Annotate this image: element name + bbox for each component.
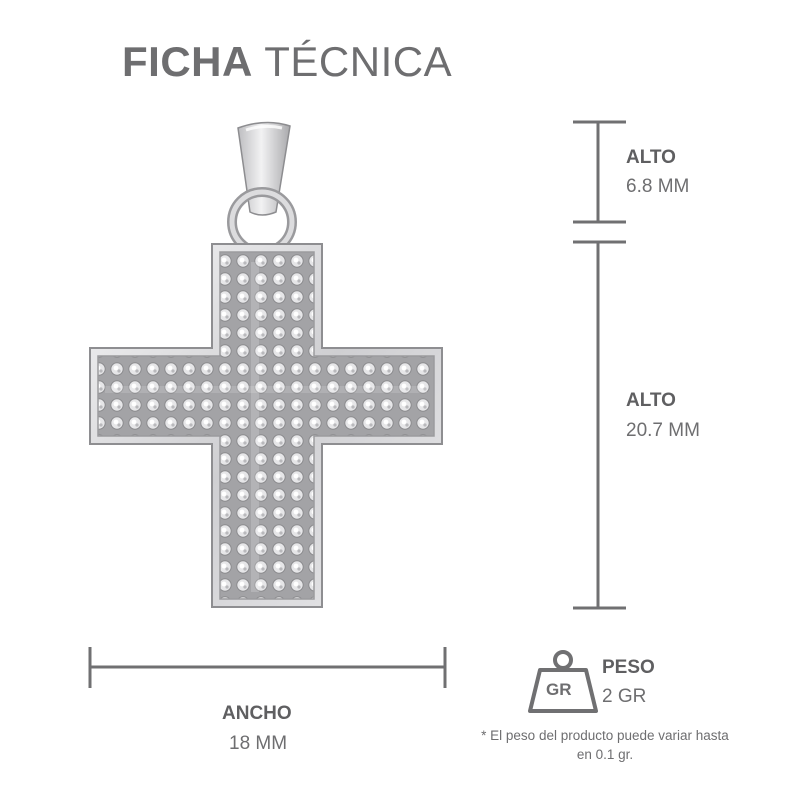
peso-value: 2 GR xyxy=(602,686,647,707)
title-light: TÉCNICA xyxy=(264,38,453,85)
title-bold: FICHA xyxy=(122,38,253,85)
peso-label: PESO xyxy=(602,657,655,678)
alto-bail-label: ALTO xyxy=(626,147,676,168)
alto-cross-label: ALTO xyxy=(626,390,676,411)
weight-badge-text: GR xyxy=(546,680,572,699)
ancho-label: ANCHO xyxy=(222,703,292,724)
cross-pendant xyxy=(89,243,443,608)
weight-disclaimer: * El peso del producto puede variar hast… xyxy=(481,728,729,762)
alto-cross-value: 20.7 MM xyxy=(626,420,700,441)
weight-icon xyxy=(528,650,598,713)
dimension-alto-cross xyxy=(573,240,626,610)
alto-bail-value: 6.8 MM xyxy=(626,176,690,197)
page-title: FICHA TÉCNICA xyxy=(122,38,452,86)
ancho-value: 18 MM xyxy=(229,733,288,754)
dimension-ancho xyxy=(88,647,447,688)
bail xyxy=(227,121,297,257)
dimension-alto-bail xyxy=(573,120,626,224)
